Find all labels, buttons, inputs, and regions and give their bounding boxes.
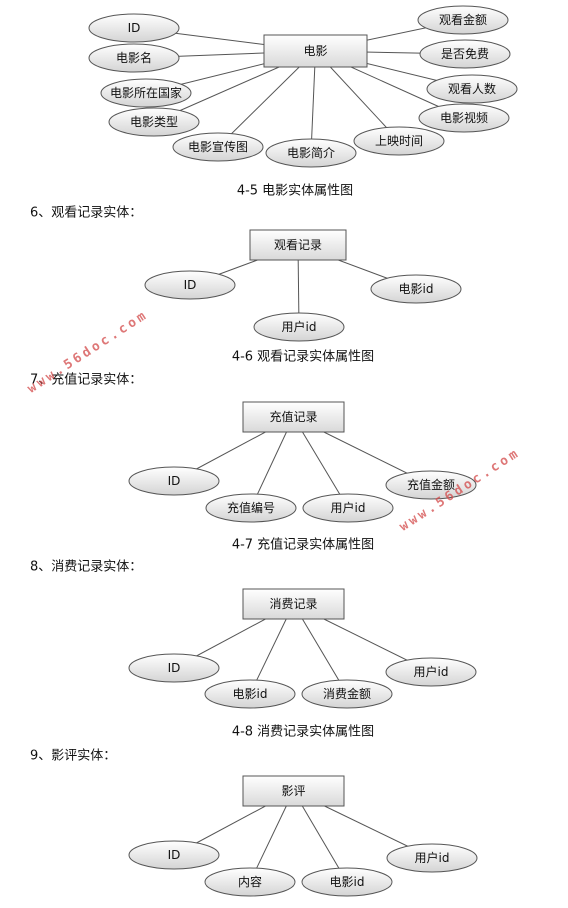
- entity-label: 电影: [303, 44, 327, 58]
- attribute-ellipse: [204, 867, 296, 897]
- attribute-ellipse: [370, 274, 462, 304]
- attribute-label: 消费金额: [323, 686, 371, 701]
- attribute-label: 电影视频: [440, 110, 488, 125]
- entity-label: 消费记录: [269, 597, 317, 611]
- attribute-ellipse: [302, 493, 394, 523]
- attribute-ellipse: [100, 78, 192, 108]
- attribute-label: 充值编号: [227, 500, 275, 515]
- attribute-label: 电影名: [116, 50, 152, 65]
- attribute-label: 电影简介: [287, 146, 335, 160]
- attribute-ellipse: [418, 103, 510, 133]
- section-heading: 8、消费记录实体：: [30, 560, 142, 575]
- attribute-ellipse: [128, 840, 220, 870]
- attribute-ellipse: [386, 843, 478, 873]
- entity-label: 充值记录: [269, 409, 317, 424]
- attribute-label: 观看人数: [448, 81, 496, 96]
- attribute-label: 用户id: [415, 850, 450, 865]
- entity-box: [263, 34, 368, 68]
- section-heading: 9、影评实体：: [30, 749, 116, 764]
- attribute-ellipse: [88, 13, 180, 43]
- attribute-label: ID: [184, 278, 197, 292]
- attribute-ellipse: [128, 653, 220, 683]
- attribute-ellipse: [426, 74, 518, 104]
- attribute-ellipse: [417, 5, 509, 35]
- attribute-label: ID: [168, 661, 181, 675]
- attribute-ellipse: [144, 270, 236, 300]
- attribute-ellipse: [88, 43, 180, 73]
- figure-caption: 4-8 消费记录实体属性图: [232, 725, 374, 740]
- figure-caption: 4-7 充值记录实体属性图: [232, 537, 374, 553]
- attribute-label: ID: [128, 21, 141, 35]
- attribute-label: 内容: [238, 874, 262, 889]
- section-heading: 7、充值记录实体：: [30, 372, 142, 388]
- entity-label: 观看记录: [274, 238, 322, 252]
- attribute-ellipse: [108, 107, 200, 137]
- attribute-ellipse: [265, 138, 357, 168]
- attribute-ellipse: [353, 126, 445, 156]
- attribute-ellipse: [205, 493, 297, 523]
- attribute-label: 电影所在国家: [110, 85, 182, 100]
- entity-box: [249, 229, 347, 261]
- entity-box: [242, 401, 345, 433]
- entity-label: 影评: [281, 784, 305, 798]
- section-heading: 6、观看记录实体：: [30, 205, 142, 221]
- attribute-label: 观看金额: [439, 12, 487, 27]
- attribute-label: 充值金额: [407, 477, 455, 492]
- attribute-ellipse: [301, 679, 393, 709]
- relation-line: [310, 50, 316, 154]
- attribute-label: 电影宣传图: [188, 139, 248, 154]
- attribute-label: ID: [168, 474, 181, 488]
- attribute-label: 上映时间: [375, 134, 423, 148]
- attribute-ellipse: [301, 867, 393, 897]
- attribute-label: 用户id: [331, 500, 366, 515]
- attribute-ellipse: [128, 466, 220, 496]
- attribute-label: ID: [168, 848, 181, 862]
- attribute-ellipse: [172, 132, 264, 162]
- figure-caption: 4-5 电影实体属性图: [237, 184, 353, 199]
- attribute-label: 用户id: [282, 319, 317, 334]
- attribute-ellipse: [419, 39, 511, 69]
- attribute-ellipse: [385, 470, 477, 500]
- attribute-label: 电影id: [330, 875, 365, 889]
- entity-box: [242, 588, 345, 620]
- attribute-label: 电影类型: [130, 115, 178, 129]
- attribute-ellipse: [385, 657, 477, 687]
- attribute-ellipse: [204, 679, 296, 709]
- attribute-label: 电影id: [233, 687, 268, 701]
- entity-box: [242, 775, 345, 807]
- attribute-ellipse: [253, 312, 345, 342]
- attribute-label: 是否免费: [441, 46, 489, 61]
- figure-caption: 4-6 观看记录实体属性图: [232, 349, 374, 365]
- attribute-label: 电影id: [399, 282, 434, 296]
- attribute-label: 用户id: [414, 664, 449, 679]
